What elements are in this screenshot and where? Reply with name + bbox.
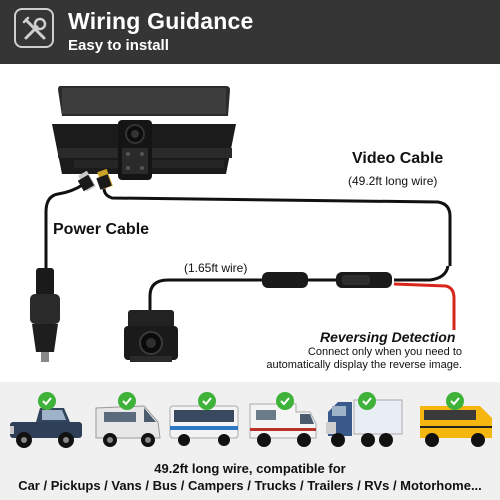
backup-camera-icon: [124, 310, 178, 362]
power-cable-icon: [44, 180, 89, 274]
wiring-diagram: Video Cable (49.2ft long wire) Power Cab…: [0, 64, 500, 380]
power-cable-label: Power Cable: [53, 221, 150, 238]
page-title: Wiring Guidance: [68, 8, 254, 34]
camper-icon: [246, 382, 317, 454]
reversing-detection-title: Reversing Detection: [320, 329, 456, 345]
vehicle-list: [0, 382, 500, 460]
truck-icon: [324, 382, 403, 454]
short-wire-length: (1.65ft wire): [184, 261, 248, 275]
page-subtitle: Easy to install: [68, 37, 169, 54]
car-charger-icon: [30, 268, 60, 362]
check-icon: [118, 392, 136, 410]
compatibility-caption-line2: Car / Pickups / Vans / Bus / Campers / T…: [18, 478, 482, 493]
reversing-detection-line1: Connect only when you need to: [307, 346, 462, 358]
bus-icon: [168, 382, 239, 454]
school-bus-icon: [416, 382, 492, 454]
compatibility-caption-line1: 49.2ft long wire, compatible for: [154, 461, 346, 476]
dashcam-monitor-icon: [52, 86, 236, 180]
video-cable-label: Video Cable: [352, 150, 444, 167]
check-icon: [38, 392, 56, 410]
pickup-icon: [6, 382, 82, 454]
check-icon: [358, 392, 376, 410]
compatible-vehicles-band: 49.2ft long wire, compatible for Car / P…: [0, 382, 500, 500]
video-cable-length: (49.2ft long wire): [348, 174, 438, 188]
check-icon: [198, 392, 216, 410]
header-banner: Wiring Guidance Easy to install: [0, 0, 500, 64]
check-icon: [276, 392, 294, 410]
tools-icon: [14, 8, 54, 48]
check-icon: [446, 392, 464, 410]
van-icon: [94, 382, 161, 454]
reversing-detection-line2: automatically display the reverse image.: [266, 359, 462, 371]
